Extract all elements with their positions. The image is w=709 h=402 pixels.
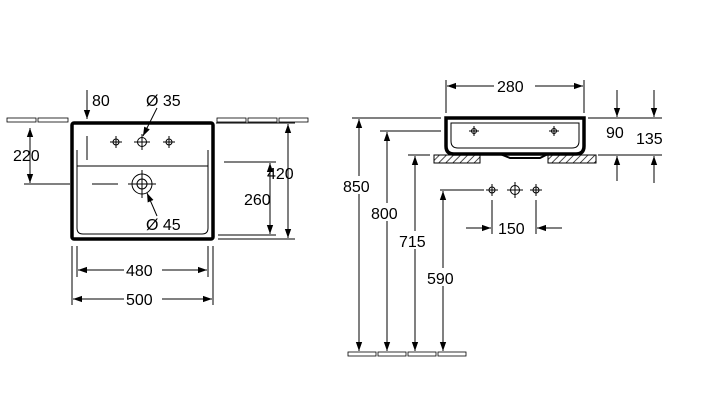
drain-hole — [92, 170, 156, 198]
dim-tap-spacing: 150 — [498, 221, 525, 238]
dim-height-590: 590 — [427, 271, 454, 288]
dim-drain-height: 260 — [244, 192, 271, 209]
dim-total-depth: 135 — [636, 131, 663, 148]
front-basin-outline — [70, 121, 215, 241]
dim-tap-hole-height: 220 — [13, 148, 40, 165]
dim-tap-hole-offset: 80 — [92, 93, 110, 110]
dim-bowl-depth: 90 — [606, 125, 624, 142]
countertop-left — [433, 154, 481, 164]
front-view: 80 Ø 35 220 420 260 Ø 45 480 500 — [6, 90, 309, 309]
side-view: 280 90 135 150 — [342, 79, 663, 357]
dim-drain-diameter: Ø 45 — [146, 217, 181, 234]
side-tap-holes — [440, 182, 542, 198]
floor-tiles — [347, 351, 467, 357]
dim-height-800: 800 — [371, 206, 398, 223]
dim-rim-height: 850 — [343, 179, 370, 196]
front-basin-bowl — [76, 165, 209, 235]
front-wall-tiles — [6, 117, 309, 123]
side-basin-outline — [444, 116, 586, 156]
tap-holes — [110, 134, 175, 150]
countertop-right — [547, 154, 597, 164]
dim-tap-hole-diameter: Ø 35 — [146, 93, 181, 110]
dim-outer-width: 500 — [126, 292, 153, 309]
dim-total-height: 420 — [267, 166, 294, 183]
dim-top-width: 280 — [497, 79, 524, 96]
dim-height-715: 715 — [399, 234, 426, 251]
dim-inner-width: 480 — [126, 263, 153, 280]
